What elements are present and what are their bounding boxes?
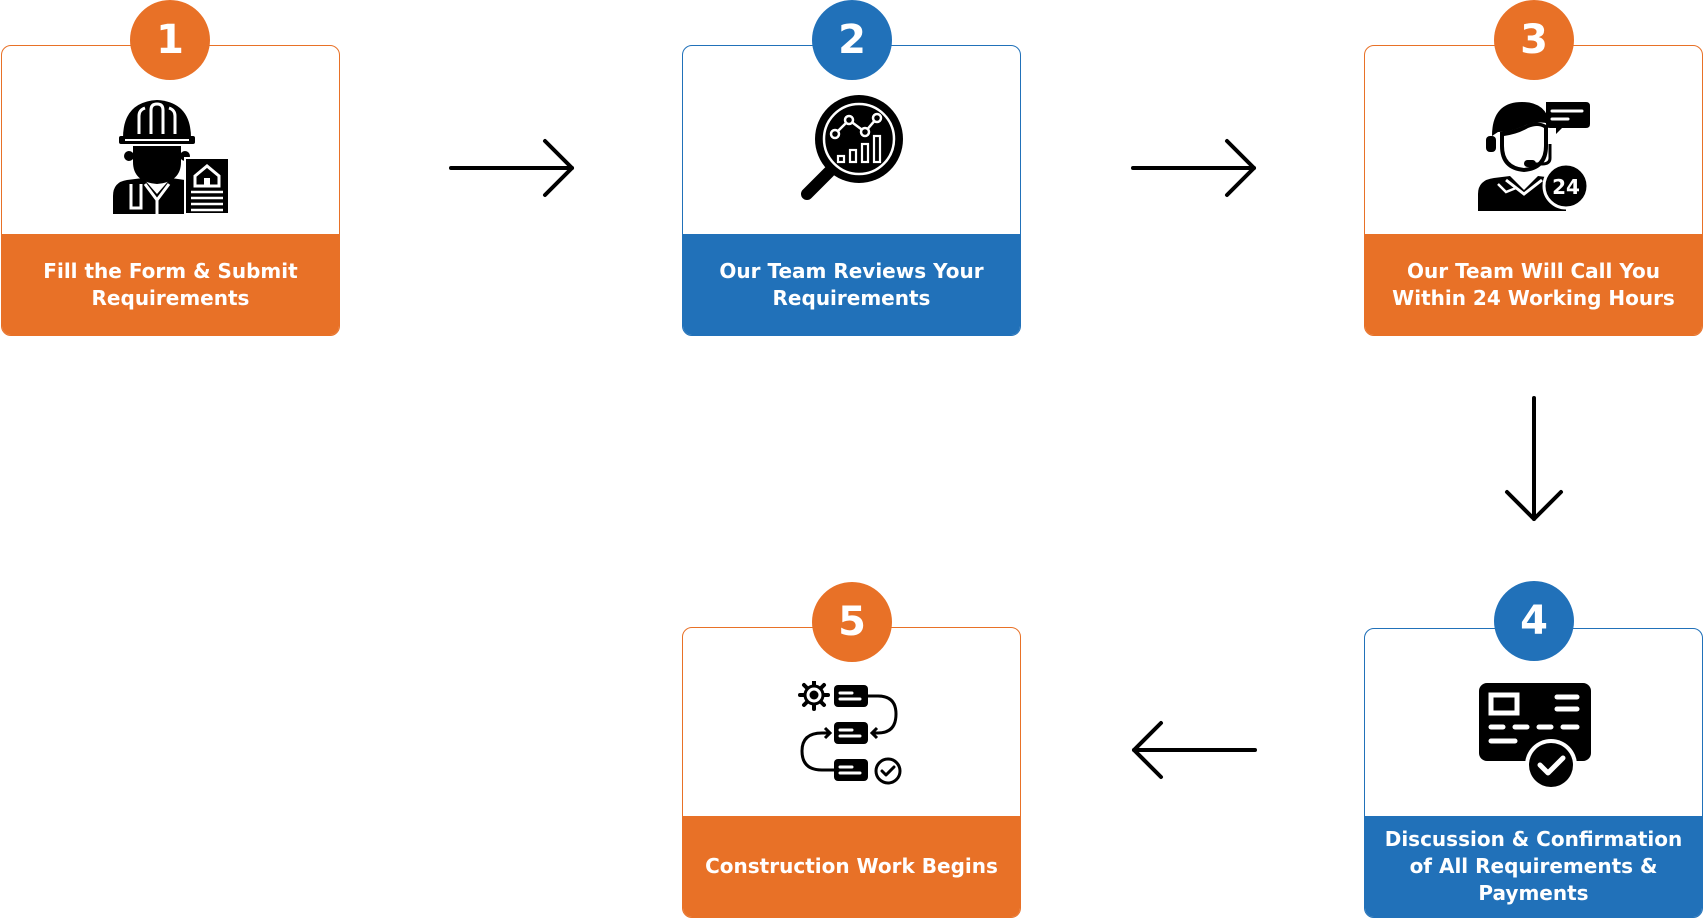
arrow-right-icon — [1131, 139, 1256, 197]
arrow-left-icon — [1132, 721, 1257, 779]
step-1-card: Fill the Form & Submit Requirements — [1, 45, 340, 336]
svg-text:24: 24 — [1552, 175, 1580, 199]
step-1-icon-area — [2, 46, 339, 235]
workflow-process-icon — [798, 681, 902, 785]
step-4-icon-area — [1365, 629, 1702, 818]
step-2-label: Our Team Reviews Your Requirements — [683, 234, 1020, 335]
step-5-number: 5 — [838, 599, 866, 645]
arrow-down-icon — [1505, 396, 1563, 521]
step-2-icon-area — [683, 46, 1020, 235]
step-1-number: 1 — [156, 17, 184, 63]
step-5-number-badge: 5 — [812, 582, 892, 662]
magnifier-analytics-icon — [801, 95, 903, 200]
step-4-card: Discussion & Confirmation of All Require… — [1364, 628, 1703, 918]
step-5-card: Construction Work Begins — [682, 627, 1021, 918]
step-4-number-badge: 4 — [1494, 581, 1574, 661]
step-1-label: Fill the Form & Submit Requirements — [2, 234, 339, 335]
step-3-number-badge: 3 — [1494, 0, 1574, 80]
step-3-label: Our Team Will Call You Within 24 Working… — [1365, 234, 1702, 335]
engineer-with-house-plan-icon — [113, 100, 230, 215]
card-approved-icon — [1479, 683, 1591, 791]
step-3-card: 24 Our Team Will Call You Within 24 Work… — [1364, 45, 1703, 336]
step-2-number-badge: 2 — [812, 0, 892, 80]
step-4-label: Discussion & Confirmation of All Require… — [1365, 816, 1702, 917]
step-2-card: Our Team Reviews Your Requirements — [682, 45, 1021, 336]
step-3-icon-area: 24 — [1365, 46, 1702, 235]
step-5-label: Construction Work Begins — [683, 816, 1020, 917]
step-4-number: 4 — [1520, 598, 1548, 644]
step-2-number: 2 — [838, 17, 866, 63]
arrow-right-icon — [449, 139, 574, 197]
step-1-number-badge: 1 — [130, 0, 210, 80]
step-5-icon-area — [683, 628, 1020, 817]
support-agent-24h-icon: 24 — [1478, 102, 1590, 211]
step-3-number: 3 — [1520, 17, 1548, 63]
